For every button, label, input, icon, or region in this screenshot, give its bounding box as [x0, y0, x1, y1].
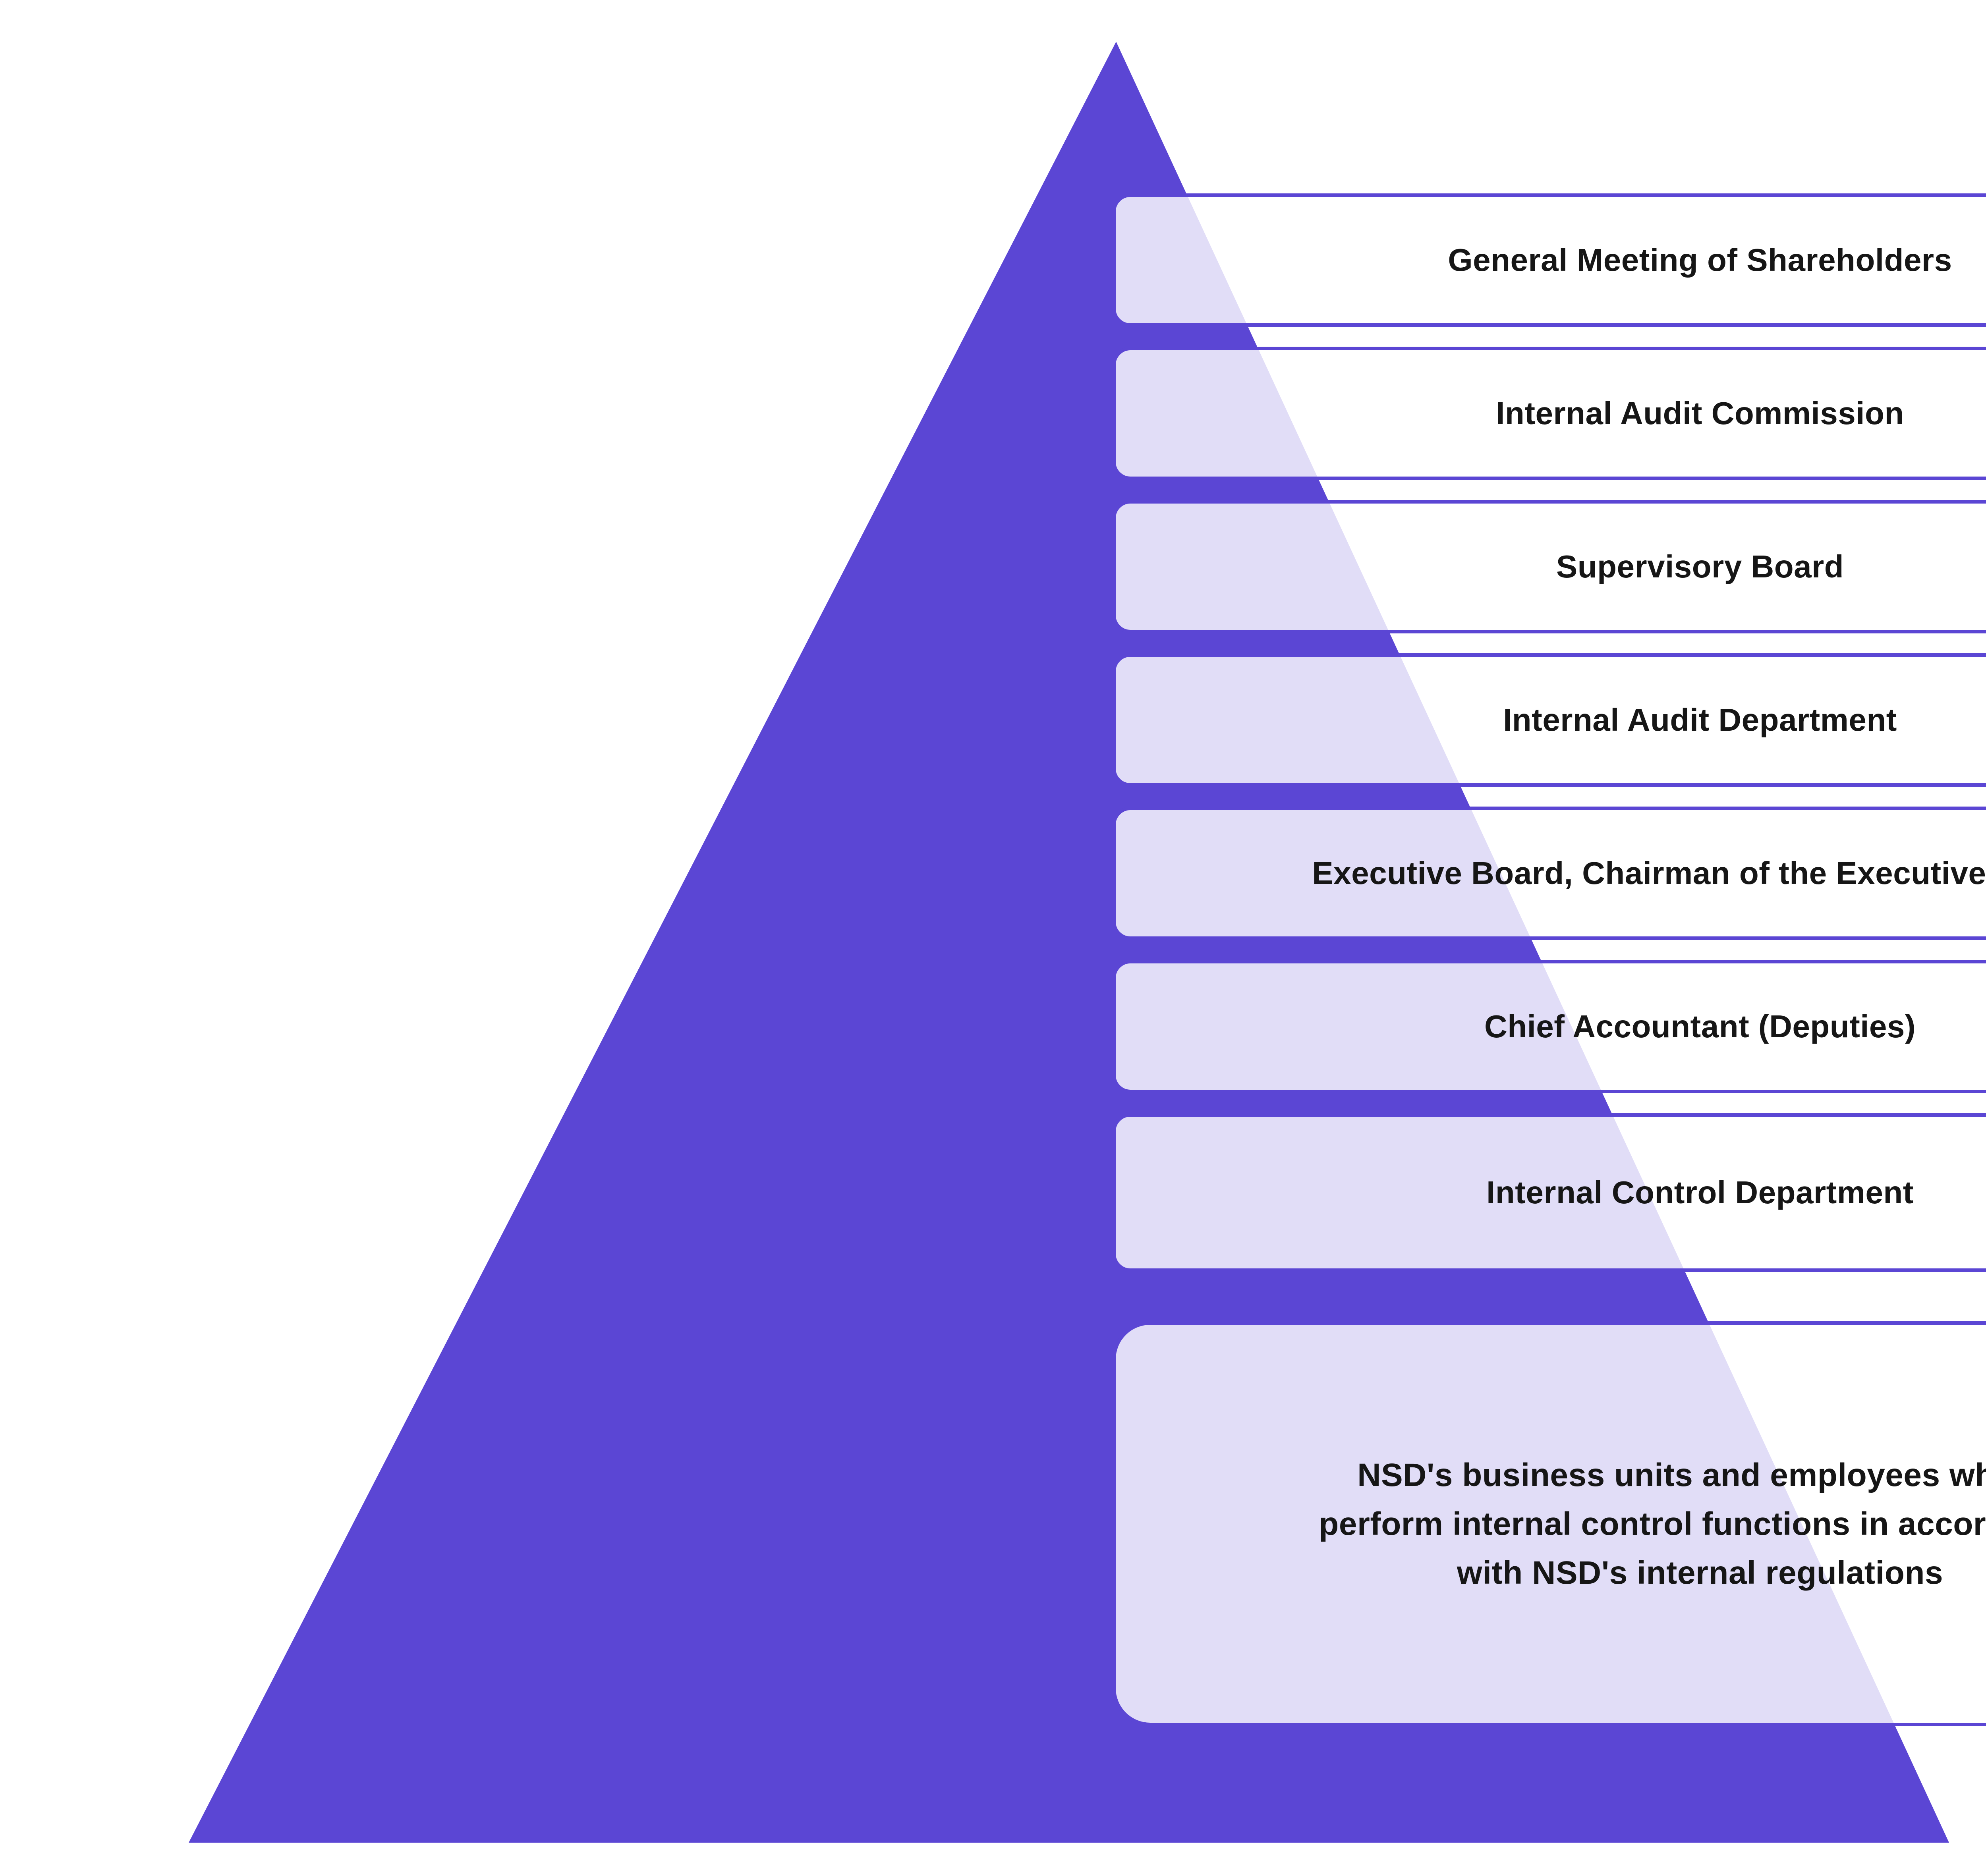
pyramid-level-label-8: NSD's business units and employees which… — [1319, 1457, 1986, 1591]
pyramid-level-label-4: Internal Audit Department — [1503, 702, 1897, 738]
pyramid-level-box-1[interactable]: General Meeting of Shareholders — [1112, 193, 1986, 327]
pyramid-level-label-3: Supervisory Board — [1556, 549, 1844, 585]
pyramid-level-box-8[interactable]: NSD's business units and employees which… — [1112, 1321, 1986, 1726]
pyramid-level-box-5[interactable]: Executive Board, Chairman of the Executi… — [1112, 807, 1986, 940]
pyramid-level-label-6: Chief Accountant (Deputies) — [1484, 1009, 1916, 1044]
pyramid-level-label-5: Executive Board, Chairman of the Executi… — [1312, 855, 1986, 891]
pyramid-level-label-1: General Meeting of Shareholders — [1448, 242, 1952, 278]
pyramid-level-box-2[interactable]: Internal Audit Commission — [1112, 347, 1986, 480]
pyramid-level-box-7[interactable]: Internal Control Department — [1112, 1113, 1986, 1272]
pyramid-level-box-4[interactable]: Internal Audit Department — [1112, 653, 1986, 787]
pyramid-level-box-3[interactable]: Supervisory Board — [1112, 500, 1986, 633]
pyramid-level-box-6[interactable]: Chief Accountant (Deputies) — [1112, 960, 1986, 1093]
pyramid-level-label-7: Internal Control Department — [1486, 1175, 1914, 1210]
pyramid-level-label-2: Internal Audit Commission — [1496, 396, 1904, 431]
